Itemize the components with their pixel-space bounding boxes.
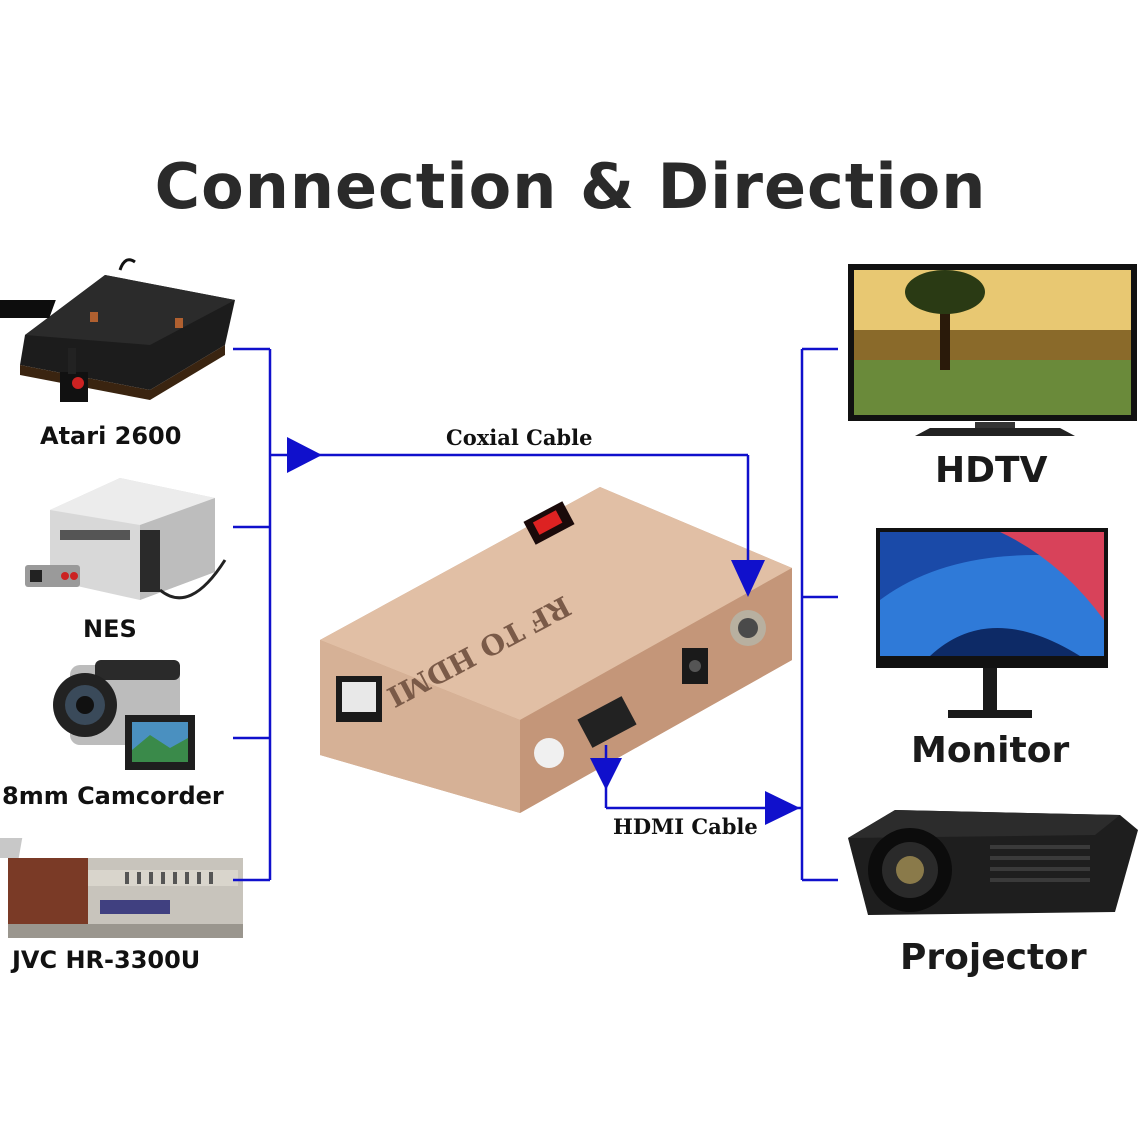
camcorder-icon: [53, 660, 195, 770]
arrowheads: [287, 437, 800, 825]
page-title: Connection & Direction: [154, 150, 987, 223]
coaxial-cable-label: Coxial Cable: [446, 425, 593, 450]
output-label-hdtv: HDTV: [935, 450, 1048, 491]
hdmi-arrow-right: [765, 791, 800, 825]
hdmi-arrow-down: [590, 758, 622, 790]
atari-2600-console-icon: [0, 258, 235, 402]
hdtv-icon: [848, 264, 1137, 436]
monitor-icon: [876, 528, 1108, 718]
vcr-icon: [0, 838, 243, 938]
output-label-projector: Projector: [900, 937, 1087, 978]
source-label-camcorder: 8mm Camcorder: [2, 782, 224, 810]
projector-icon: [848, 810, 1138, 915]
source-label-nes: NES: [83, 615, 137, 643]
hdmi-cable-label: HDMI Cable: [613, 814, 758, 839]
connection-lines: [233, 347, 838, 882]
coax-arrow-down: [731, 560, 765, 597]
coax-arrow-right: [287, 437, 322, 473]
source-label-vcr: JVC HR-3300U: [12, 946, 201, 974]
rf-to-hdmi-converter-box: RF TO HDMI: [320, 487, 792, 813]
source-label-atari: Atari 2600: [40, 422, 182, 450]
nes-console-icon: [25, 478, 227, 600]
output-label-monitor: Monitor: [911, 730, 1070, 771]
